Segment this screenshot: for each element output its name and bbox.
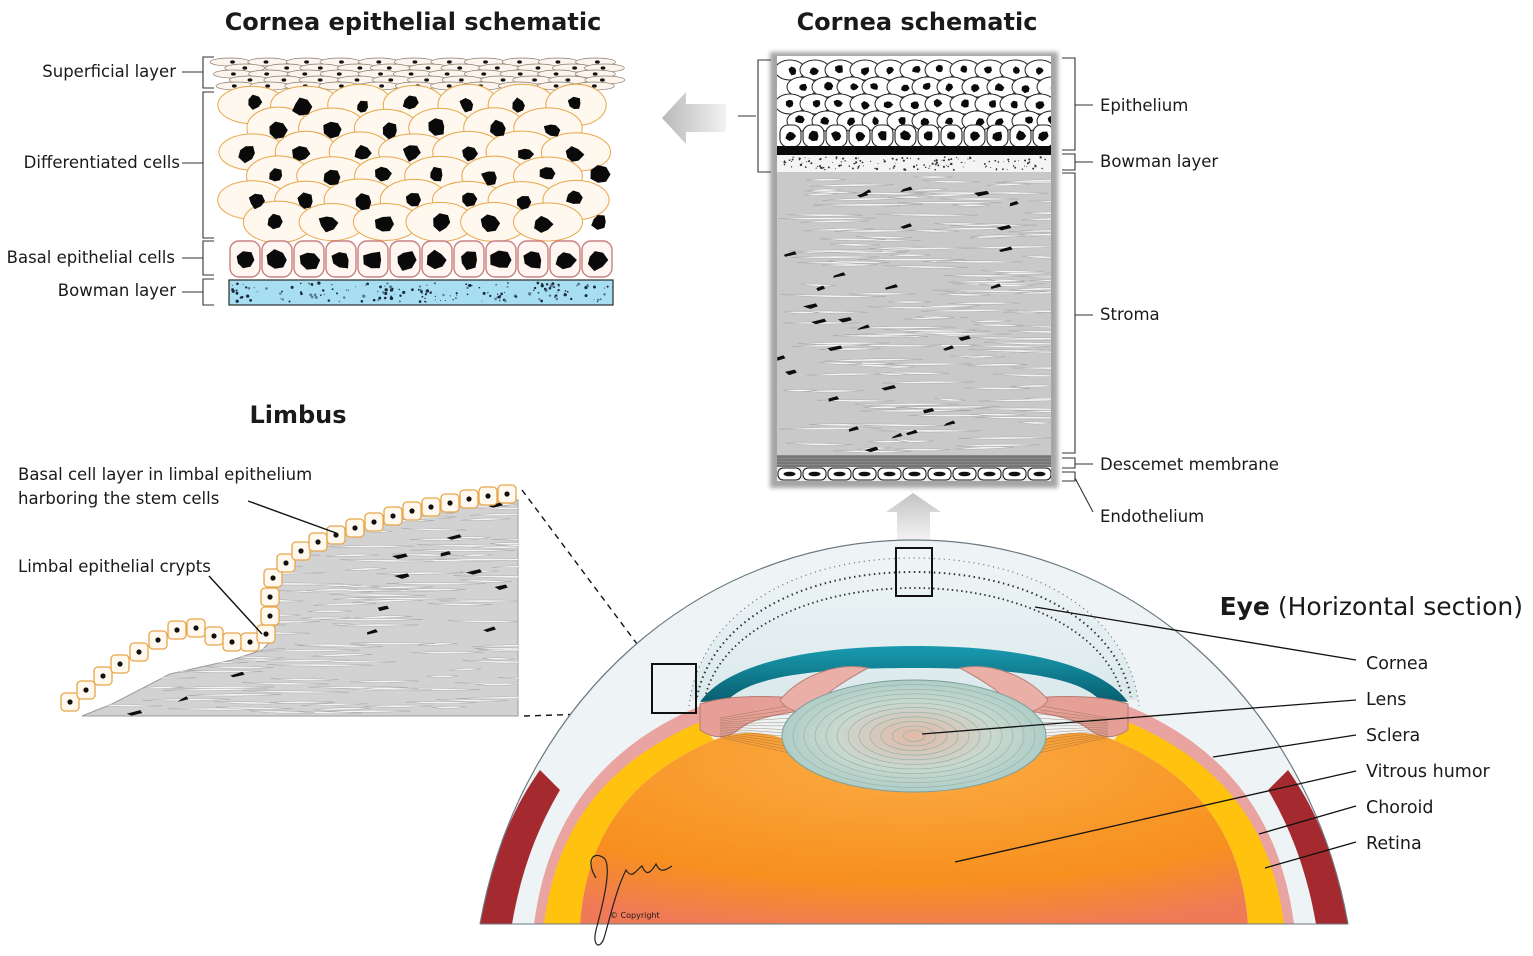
label-lens: Lens	[1366, 690, 1406, 710]
arrow-up	[886, 493, 941, 540]
label-superficial-layer: Superficial layer	[42, 62, 176, 81]
basal-epithelial-cells	[229, 240, 613, 278]
zoom-box-limbus	[651, 663, 697, 714]
zoom-box-cornea	[895, 547, 933, 597]
label-retina: Retina	[1366, 834, 1422, 854]
copyright-text: © Copyright	[610, 911, 660, 920]
title-eye: Eye (Horizontal section)	[1220, 592, 1523, 621]
cornea-brackets	[1062, 57, 1094, 513]
label-choroid: Choroid	[1366, 798, 1434, 818]
label-sclera: Sclera	[1366, 726, 1420, 746]
label-basal-cell-layer-line1: Basal cell layer in limbal epithelium	[18, 465, 312, 484]
zoom-lines-limbus	[521, 489, 653, 717]
label-endothelium: Endothelium	[1100, 507, 1204, 526]
bracket-left-cornea	[757, 59, 771, 173]
label-bowman-layer-epithelial: Bowman layer	[58, 281, 176, 300]
label-epithelium: Epithelium	[1100, 96, 1188, 115]
title-cornea-epithelial: Cornea epithelial schematic	[225, 8, 602, 36]
differentiated-cells	[217, 83, 612, 244]
cornea-bowman-layer	[777, 155, 1051, 172]
epithelial-brackets	[182, 56, 214, 306]
label-bowman-layer-cornea: Bowman layer	[1100, 152, 1218, 171]
signature	[590, 854, 673, 946]
eye-leader-lines	[921, 606, 1357, 869]
cornea-epithelium	[777, 59, 1051, 148]
title-limbus: Limbus	[249, 401, 346, 429]
arrow-left	[662, 92, 756, 144]
title-eye-bold: Eye	[1220, 592, 1270, 621]
label-basal-cell-layer-line2: harboring the stem cells	[18, 489, 219, 508]
label-basal-epithelial-cells: Basal epithelial cells	[7, 248, 175, 267]
title-eye-rest: (Horizontal section)	[1270, 592, 1523, 621]
eye-section: Cornea Lens Sclera Vitrous humor Choroid…	[479, 539, 1491, 946]
limbus-diagram: Basal cell layer in limbal epithelium ha…	[18, 465, 653, 717]
limbal-epithelium-cells	[60, 484, 517, 712]
label-cornea: Cornea	[1366, 654, 1428, 674]
label-differentiated-cells: Differentiated cells	[24, 153, 180, 172]
limbus-pointers	[208, 500, 337, 635]
bowman-layer-blue	[228, 279, 614, 306]
label-descemet-membrane: Descemet membrane	[1100, 455, 1279, 474]
cornea-schematic: Epithelium Bowman layer Stroma Descemet …	[757, 52, 1279, 526]
epithelial-schematic: Superficial layer Differentiated cells B…	[7, 56, 626, 306]
cornea-descemet	[777, 455, 1051, 467]
label-vitrous-humor: Vitrous humor	[1366, 762, 1491, 782]
cornea-basement	[777, 146, 1051, 155]
title-cornea: Cornea schematic	[797, 8, 1038, 36]
label-limbal-epithelial-crypts: Limbal epithelial crypts	[18, 557, 211, 576]
label-stroma: Stroma	[1100, 305, 1160, 324]
